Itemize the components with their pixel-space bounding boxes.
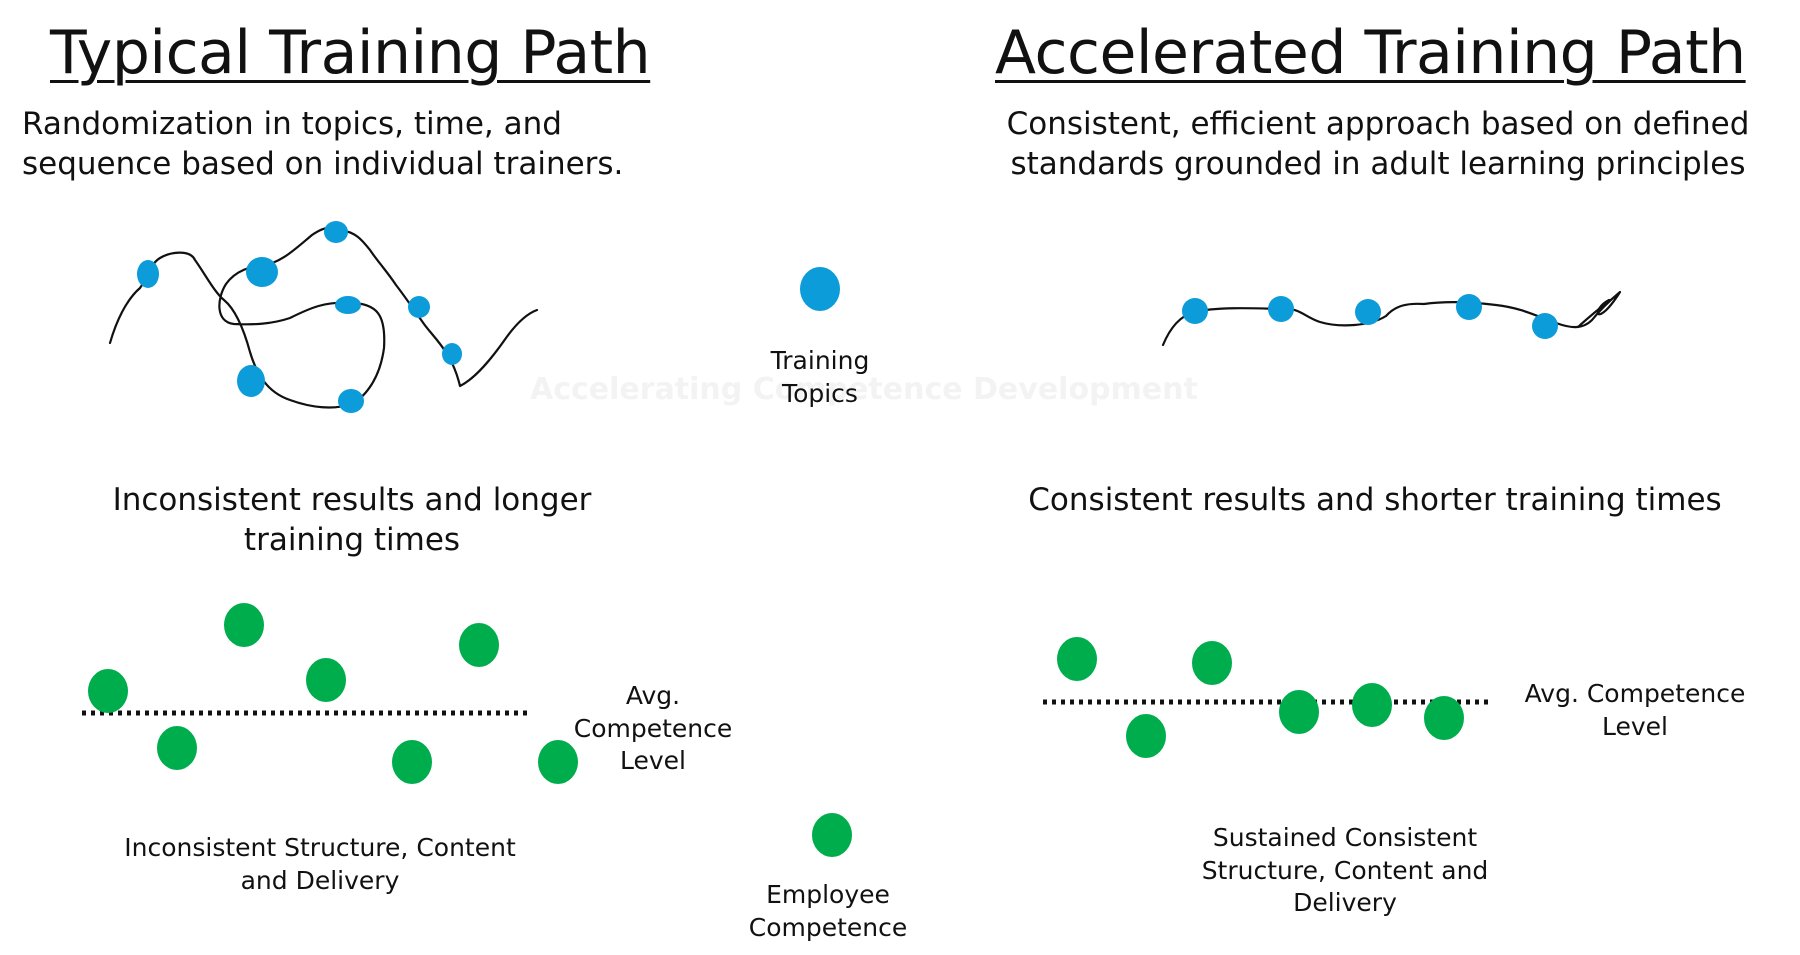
topic-dot: [1268, 296, 1294, 322]
topic-dot: [1182, 298, 1208, 324]
competence-dot: [88, 669, 128, 713]
legend-topics-line-2: Topics: [782, 378, 858, 408]
topic-dot: [1355, 299, 1381, 325]
competence-dot: [1192, 641, 1232, 685]
competence-dot: [224, 603, 264, 647]
typical-competence-dots: [88, 603, 578, 784]
left-avg-line-1: Avg.: [625, 681, 681, 710]
competence-dot: [1126, 714, 1166, 758]
legend-competence-dot: [812, 813, 852, 857]
right-subtitle-line-2: standards grounded in adult learning pri…: [1010, 146, 1746, 183]
legend-topic-dot: [800, 267, 840, 311]
topic-dot: [442, 343, 462, 365]
right-avg-line-1: Avg. Competence: [1524, 679, 1746, 708]
topic-dot: [246, 257, 278, 287]
left-result: Inconsistent results and longer training…: [62, 480, 642, 561]
left-result-line-1: Inconsistent results and longer: [112, 482, 592, 518]
right-subtitle: Consistent, efficient approach based on …: [968, 104, 1788, 185]
legend-competence-line-1: Employee: [766, 880, 890, 909]
left-bottom-caption: Inconsistent Structure, Content and Deli…: [90, 832, 550, 897]
accelerated-path-tail: [1576, 298, 1612, 329]
accelerated-topic-dots: [1182, 294, 1558, 339]
topic-dot: [408, 296, 430, 318]
right-result: Consistent results and shorter training …: [1028, 482, 1722, 518]
typical-path-line: [108, 226, 539, 409]
left-avg-line-2: Competence: [573, 713, 733, 743]
topic-dot: [1456, 294, 1482, 320]
legend-competence-label: Employee Competence: [713, 879, 943, 944]
legend-competence-line-2: Competence: [748, 912, 908, 942]
right-bottom-line-3: Delivery: [1293, 888, 1397, 917]
legend-topics-line-1: Training: [770, 346, 870, 375]
left-avg-line-3: Level: [620, 746, 686, 775]
typical-topic-dots: [137, 221, 462, 413]
topic-dot: [335, 296, 361, 314]
watermark: Accelerating Competence Development: [530, 372, 1198, 407]
left-subtitle-line-1: Randomization in topics, time, and: [22, 106, 562, 142]
left-bottom-line-2: and Delivery: [240, 865, 400, 895]
right-avg-line-2: Level: [1602, 711, 1668, 741]
competence-dot: [1057, 637, 1097, 681]
left-result-line-2: training times: [243, 522, 461, 559]
right-subtitle-line-1: Consistent, efficient approach based on …: [1006, 106, 1750, 142]
competence-dot: [1352, 683, 1392, 727]
left-subtitle-line-2: sequence based on individual trainers.: [22, 146, 624, 183]
right-bottom-line-2: Structure, Content and: [1201, 855, 1489, 885]
right-avg-label: Avg. Competence Level: [1500, 678, 1770, 743]
competence-dot: [459, 623, 499, 667]
left-bottom-line-1: Inconsistent Structure, Content: [124, 833, 516, 862]
accelerated-competence-dots: [1057, 637, 1464, 758]
topic-dot: [324, 221, 348, 243]
competence-dot: [1279, 690, 1319, 734]
right-bottom-caption: Sustained Consistent Structure, Content …: [1155, 822, 1535, 920]
right-title: Accelerated Training Path: [995, 18, 1746, 88]
topic-dot: [338, 389, 364, 413]
topic-dot: [137, 260, 159, 288]
right-bottom-line-1: Sustained Consistent: [1212, 823, 1478, 852]
topic-dot: [1532, 313, 1558, 339]
competence-dot: [157, 726, 197, 770]
left-title: Typical Training Path: [50, 18, 651, 88]
legend-topics-label: Training Topics: [720, 345, 920, 410]
left-subtitle: Randomization in topics, time, and seque…: [22, 104, 742, 185]
left-avg-label: Avg. Competence Level: [553, 680, 753, 778]
topic-dot: [237, 365, 265, 397]
competence-dot: [392, 740, 432, 784]
competence-dot: [1424, 696, 1464, 740]
competence-dot: [306, 658, 346, 702]
competence-dot: [538, 740, 578, 784]
accelerated-path-line: [1161, 290, 1622, 347]
